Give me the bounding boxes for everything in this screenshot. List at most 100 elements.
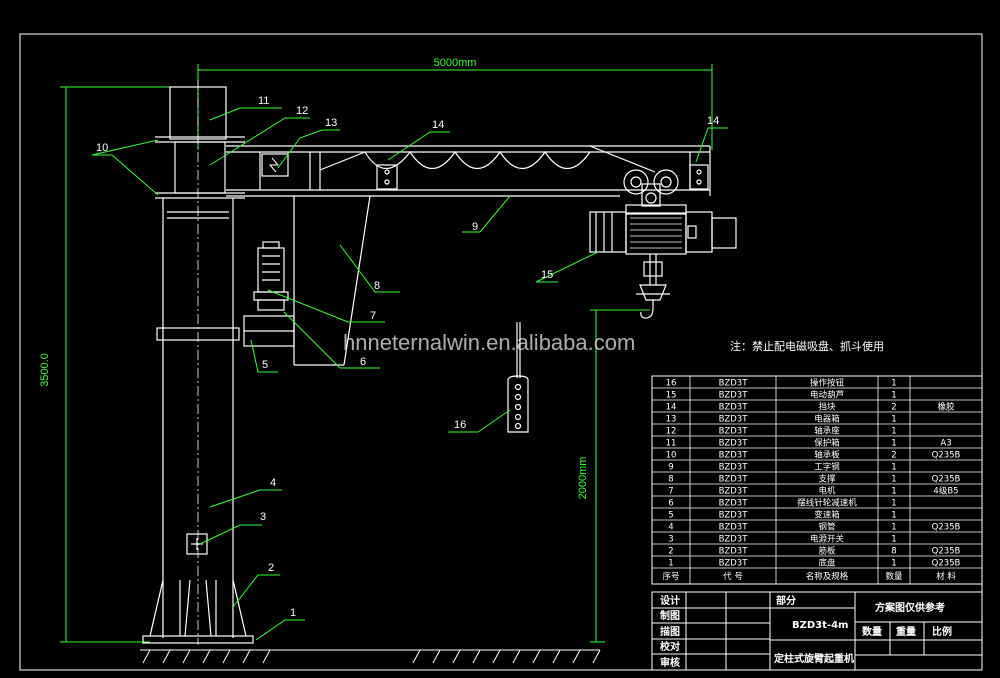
callout-2: 2 — [268, 562, 274, 574]
parts-cell-code: BZD3T — [719, 415, 749, 425]
parts-cell-no: 10 — [666, 451, 677, 461]
parts-cell-code: BZD3T — [719, 487, 749, 497]
pendant-control — [507, 322, 529, 433]
parts-cell-qty: 1 — [891, 379, 896, 389]
parts-cell-no: 8 — [668, 475, 673, 485]
callout-4: 4 — [270, 477, 276, 489]
ground-hatch — [140, 649, 601, 664]
callout-3: 3 — [260, 511, 266, 523]
tb-design: 设计 — [660, 594, 680, 607]
tb-weight: 重量 — [896, 625, 916, 638]
parts-cell-code: BZD3T — [719, 439, 749, 449]
callout-14a: 14 — [432, 119, 444, 131]
dimension-width — [197, 64, 713, 150]
parts-cell-qty: 8 — [891, 547, 896, 557]
parts-cell-code: BZD3T — [719, 559, 749, 569]
parts-cell-code: BZD3T — [719, 403, 749, 413]
parts-cell-no: 2 — [668, 547, 673, 557]
tb-department: 部分 — [776, 594, 796, 607]
dimension-height — [60, 86, 170, 643]
callout-9: 9 — [472, 221, 478, 233]
parts-cell-no: 1 — [668, 559, 673, 569]
callout-10: 10 — [96, 142, 108, 154]
parts-cell-code: BZD3T — [719, 451, 749, 461]
parts-cell-no: 14 — [666, 403, 677, 413]
parts-cell-no: 15 — [666, 391, 677, 401]
parts-cell-material: 橡胶 — [937, 402, 955, 413]
parts-cell-material: Q235B — [932, 559, 961, 569]
parts-cell-code: BZD3T — [719, 523, 749, 533]
parts-cell-no: 7 — [668, 487, 673, 497]
parts-cell-name: 底盘 — [818, 558, 836, 569]
callout-16: 16 — [454, 419, 466, 431]
dimension-hook-height — [590, 309, 650, 643]
parts-cell-no: 6 — [668, 499, 673, 509]
parts-cell-code: BZD3T — [719, 475, 749, 485]
parts-header-code: 代 号 — [723, 571, 743, 582]
drawing-border — [19, 33, 983, 671]
tb-scheme-note: 方案图仅供参考 — [875, 601, 945, 614]
parts-cell-qty: 1 — [891, 535, 896, 545]
parts-cell-no: 3 — [668, 535, 673, 545]
parts-cell-qty: 1 — [891, 427, 896, 437]
lightning-icon — [268, 157, 280, 173]
parts-header-qty: 数量 — [885, 571, 903, 582]
parts-cell-no: 9 — [668, 463, 673, 473]
callout-15: 15 — [541, 269, 553, 281]
usage-note: 注：禁止配电磁吸盘、抓斗使用 — [730, 339, 884, 353]
parts-cell-code: BZD3T — [719, 499, 749, 509]
parts-cell-qty: 1 — [891, 391, 896, 401]
parts-cell-name: 变速箱 — [814, 510, 840, 521]
parts-cell-no: 11 — [666, 439, 677, 449]
parts-cell-qty: 1 — [891, 487, 896, 497]
tb-title: 定柱式旋臂起重机 — [774, 652, 854, 665]
parts-cell-qty: 1 — [891, 559, 896, 569]
tb-approve: 审核 — [660, 656, 680, 669]
tb-trace: 描图 — [660, 625, 680, 638]
callout-13: 13 — [325, 117, 337, 129]
parts-cell-qty: 1 — [891, 415, 896, 425]
parts-cell-name: 保护箱 — [814, 438, 840, 449]
column — [142, 80, 254, 645]
parts-cell-name: 操作按钮 — [810, 378, 845, 389]
parts-header-material: 材 料 — [936, 571, 956, 582]
parts-cell-name: 筋板 — [818, 546, 836, 557]
parts-cell-code: BZD3T — [719, 511, 749, 521]
parts-cell-material: Q235B — [932, 547, 961, 557]
parts-cell-name: 摆线针轮减速机 — [797, 498, 857, 509]
parts-cell-material: A3 — [940, 439, 951, 449]
leader-lines — [91, 107, 728, 641]
parts-cell-code: BZD3T — [719, 379, 749, 389]
parts-cell-name: 钢管 — [818, 522, 835, 533]
dimension-height-label: 3500.0 — [39, 353, 51, 387]
tb-check: 校对 — [660, 640, 680, 653]
callout-11: 11 — [258, 95, 269, 107]
dimension-width-label: 5000mm — [434, 57, 477, 69]
callout-1: 1 — [290, 607, 296, 619]
parts-cell-qty: 2 — [891, 451, 896, 461]
tb-drawing-no: BZD3t-4m — [792, 620, 848, 631]
parts-cell-code: BZD3T — [719, 547, 749, 557]
parts-cell-qty: 2 — [891, 403, 896, 413]
parts-cell-code: BZD3T — [719, 391, 749, 401]
parts-cell-qty: 1 — [891, 511, 896, 521]
tb-quantity: 数量 — [862, 625, 882, 638]
jib-beam — [226, 145, 711, 197]
festoon-cable — [364, 150, 591, 169]
watermark: hnneternalwin.en.alibaba.com — [343, 330, 635, 355]
parts-cell-name: 电源开关 — [810, 534, 845, 545]
slewing-drive — [243, 241, 295, 347]
parts-cell-qty: 1 — [891, 499, 896, 509]
parts-cell-code: BZD3T — [719, 463, 749, 473]
parts-cell-no: 16 — [666, 379, 677, 389]
parts-cell-no: 5 — [668, 511, 673, 521]
parts-cell-name: 工字钢 — [814, 462, 840, 473]
parts-cell-name: 挡块 — [818, 402, 836, 413]
parts-cell-qty: 1 — [891, 439, 896, 449]
callout-12: 12 — [296, 105, 308, 117]
parts-cell-name: 轴承座 — [814, 426, 840, 437]
callout-14b: 14 — [707, 115, 719, 127]
